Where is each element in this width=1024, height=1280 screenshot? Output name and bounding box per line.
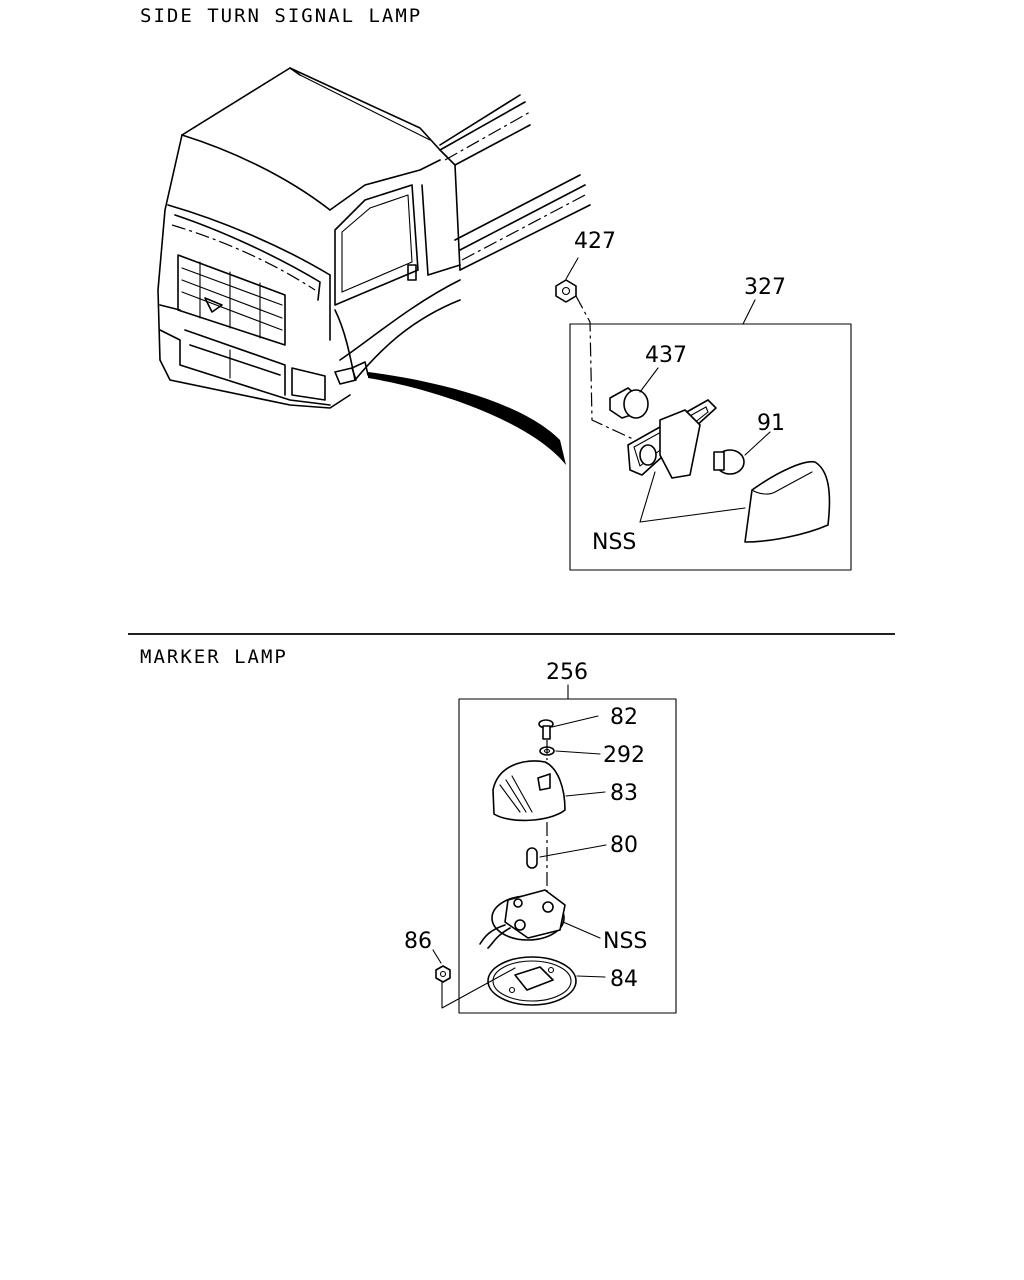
detail-box-327	[555, 257, 852, 571]
nut-86	[432, 949, 516, 1009]
screw-82	[538, 715, 599, 740]
callout-427: 427	[574, 229, 616, 254]
dome-lens-83	[492, 760, 606, 822]
callout-82: 82	[610, 705, 638, 730]
callout-nss-turn-signal: NSS	[592, 530, 636, 555]
callout-83: 83	[610, 781, 638, 806]
lamp-housing	[627, 399, 717, 479]
section-title-side-turn-signal-lamp: SIDE TURN SIGNAL LAMP	[140, 5, 422, 27]
truck-cab-illustration	[157, 67, 591, 465]
callout-91: 91	[757, 411, 785, 436]
callout-437: 437	[645, 343, 687, 368]
callout-292: 292	[603, 743, 645, 768]
callout-327: 327	[744, 275, 786, 300]
section-title-marker-lamp: MARKER LAMP	[140, 646, 288, 668]
lamp-base-nss	[479, 889, 601, 949]
nut-427	[555, 257, 636, 441]
bulb-91	[713, 431, 771, 475]
callout-86: 86	[404, 929, 432, 954]
detail-box-256	[432, 684, 677, 1014]
socket-437	[609, 367, 659, 419]
bulb-80	[526, 844, 607, 869]
callout-84: 84	[610, 967, 638, 992]
washer-292	[539, 746, 601, 756]
callout-80: 80	[610, 833, 638, 858]
gasket-plate-84	[487, 956, 606, 1006]
callout-nss-marker-lamp: NSS	[603, 929, 647, 954]
callout-256: 256	[546, 660, 588, 685]
lens	[744, 460, 831, 543]
